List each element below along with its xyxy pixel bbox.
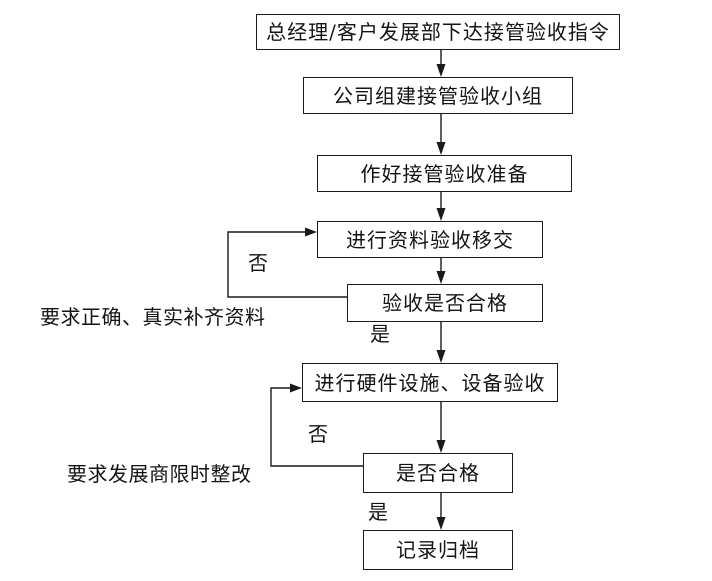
arrow-prepare-to-handover — [436, 192, 446, 221]
edge-label-yes-1: 是 — [370, 322, 390, 346]
edge-label-no-1: 否 — [248, 251, 268, 275]
flow-node-document-check: 验收是否合格 — [347, 284, 543, 322]
arrow-handover-to-check — [436, 258, 446, 284]
arrow-check-to-hardware — [436, 322, 446, 363]
arrow-hardware-to-qualified — [436, 402, 446, 453]
flow-node-issue-directive: 总经理/客户发展部下达接管验收指令 — [256, 14, 620, 50]
flow-node-qualified-check: 是否合格 — [363, 453, 513, 493]
edge-label-no-2: 否 — [308, 422, 328, 446]
flow-node-label: 进行资料验收移交 — [346, 227, 514, 252]
arrow-team-to-prepare — [436, 114, 446, 155]
flow-node-label: 验收是否合格 — [382, 291, 508, 315]
flow-node-label: 是否合格 — [396, 461, 480, 485]
annotation-supplement-materials: 要求正确、真实补齐资料 — [40, 305, 266, 329]
flow-node-prepare: 作好接管验收准备 — [317, 155, 572, 192]
flow-node-label: 总经理/客户发展部下达接管验收指令 — [266, 20, 610, 44]
edge-label-yes-2: 是 — [368, 500, 388, 524]
loop-arrow-hardware-no — [270, 383, 363, 467]
flow-node-document-handover: 进行资料验收移交 — [317, 221, 543, 258]
flow-node-record-archive: 记录归档 — [363, 530, 513, 570]
loop-arrow-document-no — [227, 227, 347, 298]
arrow-qualified-to-archive — [436, 493, 446, 530]
flow-node-hardware-acceptance: 进行硬件设施、设备验收 — [302, 363, 558, 402]
annotation-rectify-deadline: 要求发展商限时整改 — [67, 462, 252, 486]
flow-node-label: 进行硬件设施、设备验收 — [314, 370, 546, 395]
flow-node-form-team: 公司组建接管验收小组 — [303, 77, 573, 114]
arrow-directive-to-team — [436, 50, 446, 77]
flow-node-label: 公司组建接管验收小组 — [333, 83, 543, 108]
flow-node-label: 记录归档 — [396, 538, 480, 562]
flow-node-label: 作好接管验收准备 — [360, 161, 529, 186]
